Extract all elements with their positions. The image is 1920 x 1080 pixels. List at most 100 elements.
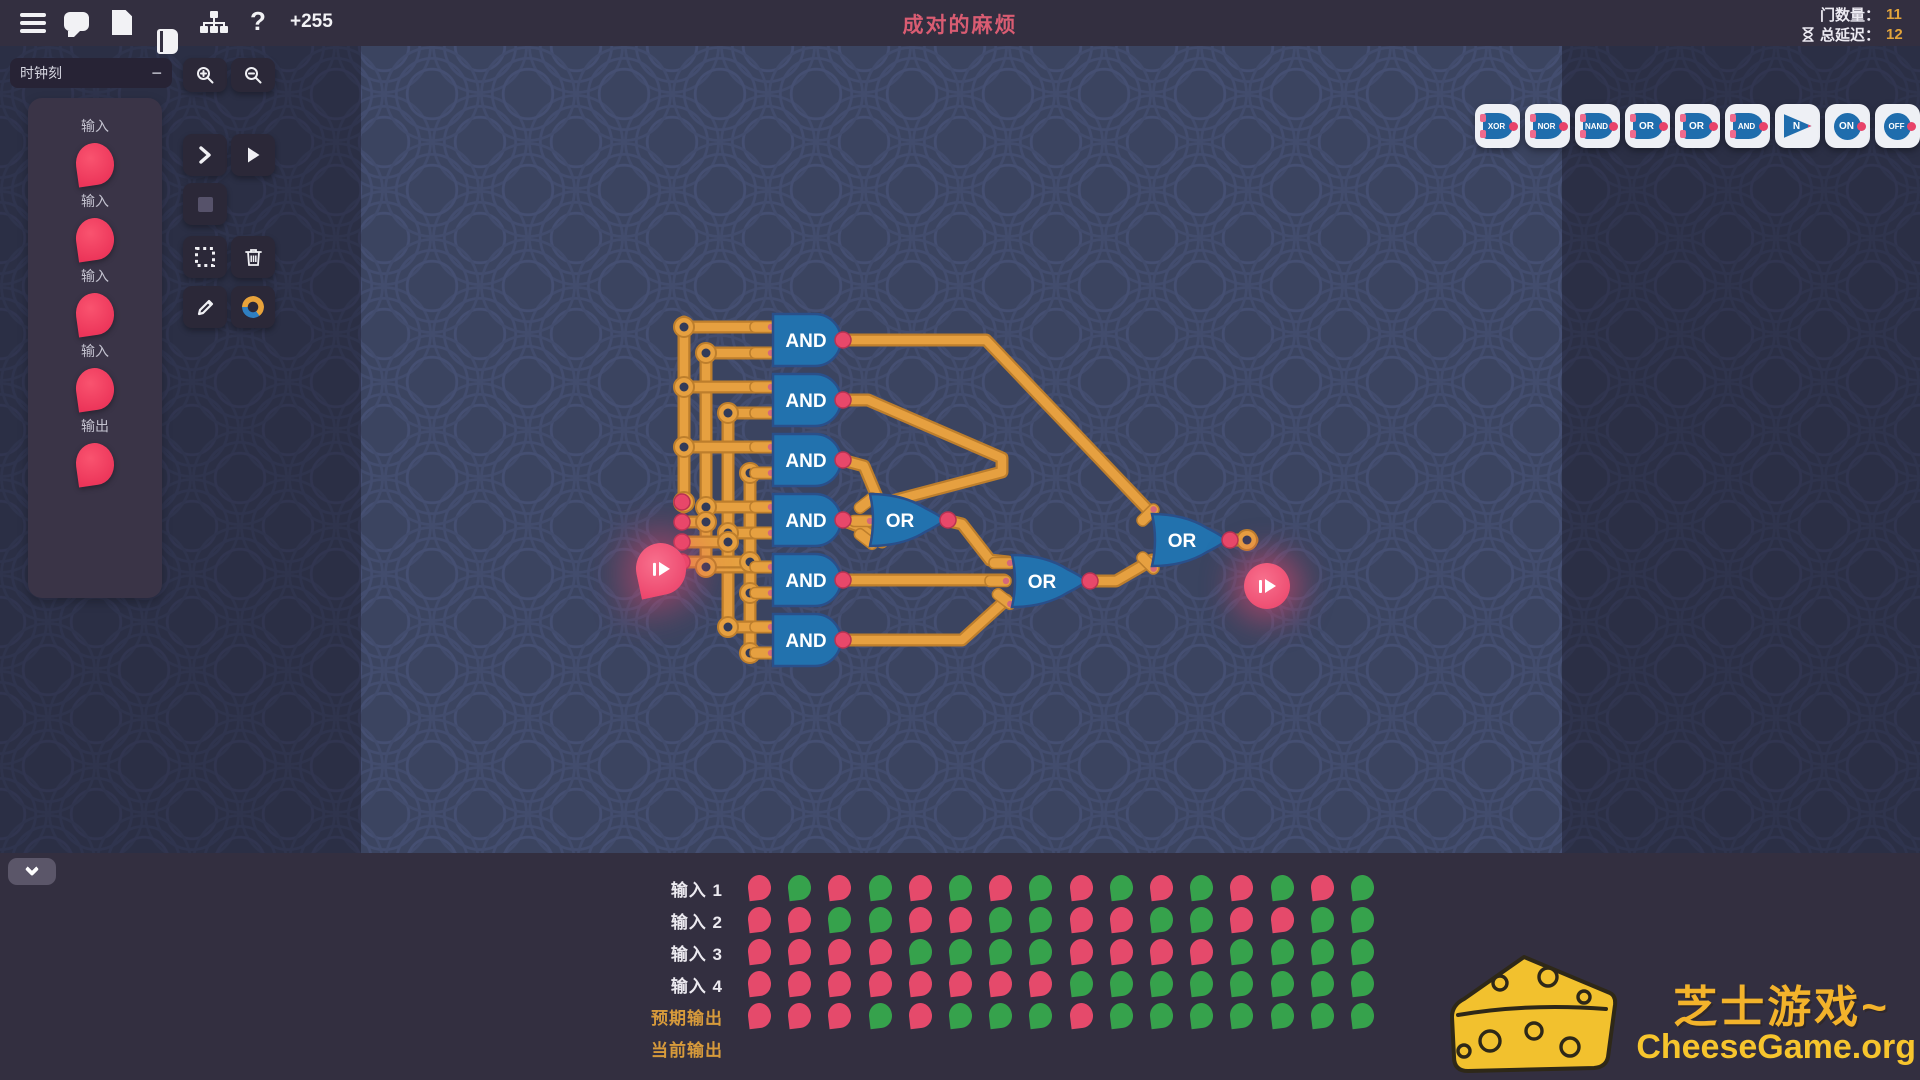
gate-and[interactable]: AND (771, 552, 843, 608)
dot-on (1027, 905, 1054, 934)
input-node-icon[interactable] (73, 290, 117, 338)
gate-or[interactable]: OR (1150, 512, 1228, 568)
list-item[interactable]: 输入 (28, 191, 162, 263)
hourglass-icon (1802, 27, 1814, 42)
gate-and[interactable]: AND (771, 372, 843, 428)
play-marker-icon (652, 562, 670, 576)
svg-text:AND: AND (785, 631, 826, 652)
watermark-site[interactable]: CheeseGame.org (1636, 1028, 1916, 1066)
dot-on (1349, 905, 1376, 934)
play-button[interactable] (231, 134, 275, 176)
palette-gate-or-button[interactable]: OR (1675, 104, 1720, 148)
edit-button[interactable] (183, 286, 227, 328)
palette-gate-nor-button[interactable]: NOR (1525, 104, 1570, 148)
zoom-out-button[interactable] (231, 58, 275, 92)
dot-off (1068, 873, 1095, 902)
circuit-output-node[interactable] (1244, 563, 1290, 609)
color-wheel-icon (242, 296, 264, 318)
dot-on (987, 937, 1014, 966)
entry-label: 输入 (81, 193, 109, 209)
dot-on (1349, 937, 1376, 966)
menu-icon[interactable] (20, 13, 46, 33)
delete-button[interactable] (231, 236, 275, 278)
dot-on (826, 905, 853, 934)
dot-off (1108, 905, 1135, 934)
stop-icon (197, 196, 213, 212)
chat-icon[interactable] (64, 12, 89, 37)
clock-panel-header[interactable]: 时钟刻 − (10, 58, 172, 88)
list-item[interactable]: 输出 (28, 416, 162, 488)
watermark-title: 芝士游戏~ (1673, 983, 1890, 1032)
dot-off (1309, 873, 1336, 902)
list-item[interactable]: 输入 (28, 266, 162, 338)
step-button[interactable] (183, 134, 227, 176)
book-icon[interactable] (157, 29, 178, 54)
gate-shape-icon: ON (1834, 112, 1866, 140)
counter-badge: +255 (290, 11, 333, 32)
gate-and[interactable]: AND (771, 312, 843, 368)
gate-shape-icon: OFF (1884, 112, 1916, 140)
dot-on (867, 905, 894, 934)
palette-gate-and-button[interactable]: AND (1725, 104, 1770, 148)
svg-text:OR: OR (886, 511, 915, 532)
file-icon[interactable] (112, 10, 132, 35)
clock-panel: 输入 输入 输入 输入 输出 (28, 98, 162, 598)
trash-icon (244, 248, 262, 266)
dot-on (1309, 937, 1336, 966)
palette-gate-on-button[interactable]: ON (1825, 104, 1870, 148)
svg-text:AND: AND (785, 331, 826, 352)
dot-on (1148, 905, 1175, 934)
select-button[interactable] (183, 236, 227, 278)
play-icon (247, 147, 259, 163)
help-icon[interactable]: ? (250, 6, 266, 36)
palette-gate-n-button[interactable]: N (1775, 104, 1820, 148)
dot-on (1027, 937, 1054, 966)
gate-and[interactable]: AND (771, 492, 843, 548)
svg-text:AND: AND (785, 451, 826, 472)
truth-table-row: 输入 1 (0, 873, 1920, 902)
dot-on (786, 873, 813, 902)
collapse-panel-button[interactable]: − (151, 62, 162, 83)
gate-shape-icon: OR (1679, 113, 1718, 139)
truth-table-row: 输入 2 (0, 905, 1920, 934)
output-node-icon[interactable] (73, 440, 117, 488)
dot-on (947, 1001, 974, 1030)
dot-off (867, 969, 894, 998)
delay-stat: 总延迟： 12 (1802, 24, 1910, 45)
zoom-in-button[interactable] (183, 58, 227, 92)
list-item[interactable]: 输入 (28, 341, 162, 413)
palette-gate-nand-button[interactable]: NAND (1575, 104, 1620, 148)
gate-shape-icon: XOR (1479, 113, 1518, 139)
gate-shape-icon: N (1783, 114, 1812, 138)
dot-off (826, 1001, 853, 1030)
dot-off (1027, 969, 1054, 998)
input-node-icon[interactable] (73, 365, 117, 413)
truth-table-row: 预期输出 (0, 1001, 1920, 1030)
palette-gate-xor-button[interactable]: XOR (1475, 104, 1520, 148)
gate-and[interactable]: AND (771, 432, 843, 488)
theme-button[interactable] (231, 286, 275, 328)
dot-off (947, 905, 974, 934)
dot-off (1148, 937, 1175, 966)
row-label: 输入 3 (670, 945, 723, 964)
stop-button[interactable] (183, 183, 227, 225)
dot-off (746, 873, 773, 902)
dot-off (907, 873, 934, 902)
collapse-bottom-button[interactable] (8, 858, 56, 885)
gate-or[interactable]: OR (868, 492, 946, 548)
palette-gate-or-button[interactable]: OR (1625, 104, 1670, 148)
gate-shape-icon: AND (1729, 113, 1768, 139)
svg-text:OR: OR (1168, 531, 1197, 552)
hierarchy-icon[interactable] (200, 11, 228, 35)
svg-text:AND: AND (785, 511, 826, 532)
dot-off (987, 873, 1014, 902)
input-node-icon[interactable] (73, 215, 117, 263)
dot-off (746, 1001, 773, 1030)
gate-and[interactable]: AND (771, 612, 843, 668)
input-node-icon[interactable] (73, 140, 117, 188)
palette-gate-off-button[interactable]: OFF (1875, 104, 1920, 148)
gate-or[interactable]: OR (1010, 553, 1088, 609)
list-item[interactable]: 输入 (28, 116, 162, 188)
